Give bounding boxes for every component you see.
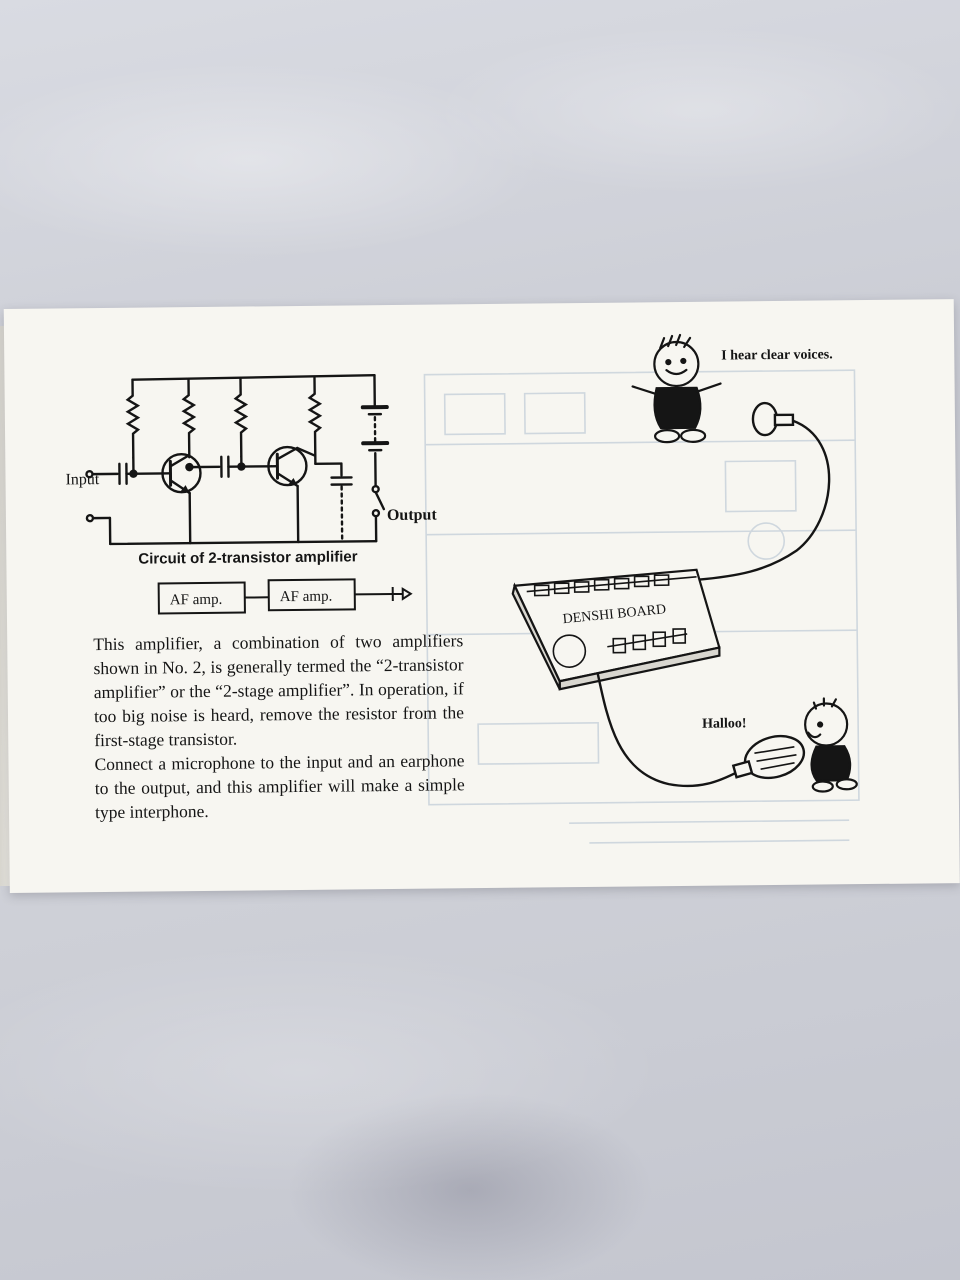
earphone-plug-icon bbox=[391, 586, 413, 602]
microphone-cord bbox=[596, 672, 740, 788]
description-text: This amplifier, a combination of two amp… bbox=[93, 628, 465, 824]
cartoon-boy-listening bbox=[631, 333, 722, 444]
cartoon-boy-speaking bbox=[804, 697, 858, 793]
resistor-3 bbox=[233, 377, 249, 458]
output-label: Output bbox=[387, 507, 438, 525]
speech-top: I hear clear voices. bbox=[721, 347, 833, 363]
block-diagram bbox=[157, 578, 413, 615]
paragraph-1: This amplifier, a combination of two amp… bbox=[93, 630, 465, 751]
page-illustrations: Input Output Circuit of 2-transistor amp… bbox=[65, 333, 860, 844]
microphone-icon bbox=[731, 734, 806, 780]
circuit-schematic bbox=[85, 373, 390, 546]
earphone-cord bbox=[696, 419, 831, 582]
paragraph-2: Connect a microphone to the input and an… bbox=[94, 750, 465, 823]
resistor-1 bbox=[125, 378, 141, 459]
block-stage-2: AF amp. bbox=[280, 589, 333, 606]
bleed-through-print bbox=[423, 369, 860, 844]
input-label: Input bbox=[65, 471, 100, 488]
manual-page: Input Output Circuit of 2-transistor amp… bbox=[3, 299, 960, 894]
transistor-2 bbox=[267, 445, 308, 487]
block-stage-1: AF amp. bbox=[170, 592, 223, 609]
circuit-caption: Circuit of 2-transistor amplifier bbox=[138, 548, 358, 567]
denshi-board bbox=[511, 568, 721, 691]
resistor-2 bbox=[181, 377, 197, 459]
speech-bottom: Halloo! bbox=[702, 716, 746, 731]
earphone-icon bbox=[751, 401, 795, 437]
resistor-4 bbox=[307, 376, 323, 458]
